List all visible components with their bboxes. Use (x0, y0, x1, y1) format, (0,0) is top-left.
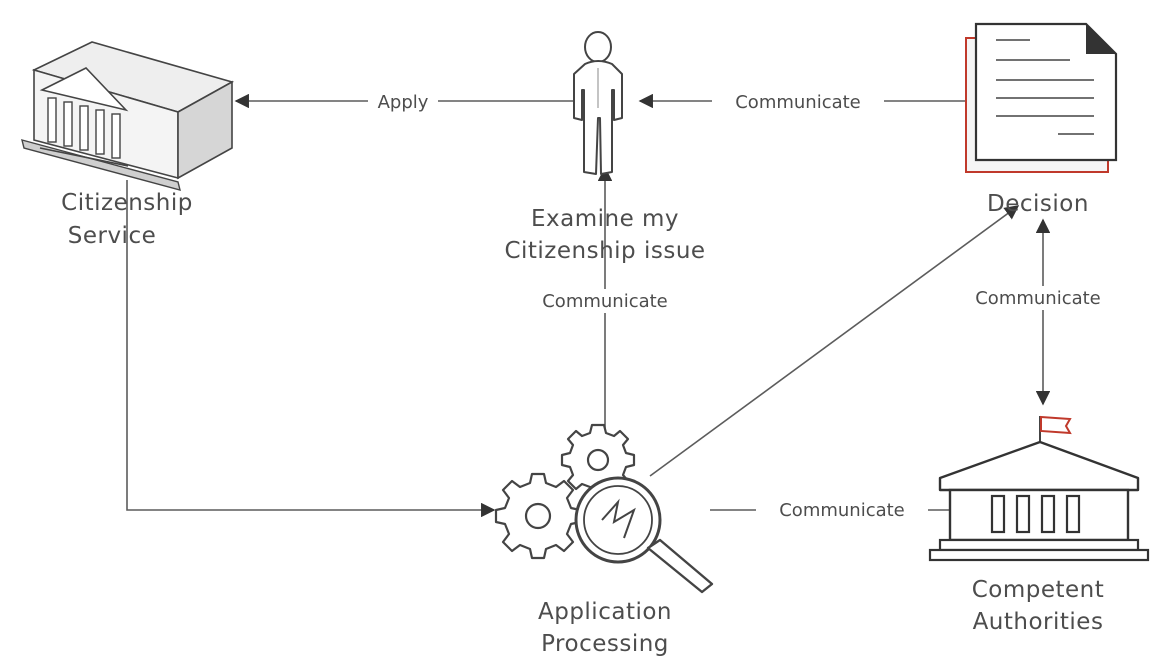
application-processing-label-line2: Processing (541, 631, 669, 657)
edge-labels: Apply Communicate Communicate Communicat… (368, 90, 1126, 521)
decision-label: Decision (987, 191, 1089, 217)
examine-label-line1: Examine my (531, 206, 679, 232)
citizenship-service-label-line2: Service (68, 223, 157, 249)
government-building-flag-icon (928, 415, 1150, 562)
edge-label-processing-to-authorities: Communicate (779, 500, 905, 521)
competent-authorities-label-line1: Competent (972, 577, 1105, 603)
application-processing-node: Application Processing (494, 423, 714, 657)
edge-label-processing-to-person: Communicate (542, 291, 668, 312)
edges (126, 93, 1051, 518)
decision-node: Decision (965, 22, 1118, 217)
edge-label-decision-to-authorities: Communicate (975, 288, 1101, 309)
citizenship-service-node: Citizenship Service (21, 41, 235, 249)
competent-authorities-label-line2: Authorities (973, 609, 1104, 635)
edge-processing-to-decision (649, 205, 1020, 477)
examine-label-line2: Citizenship issue (504, 238, 705, 264)
edge-label-apply: Apply (378, 92, 429, 113)
competent-authorities-node: Competent Authorities (928, 415, 1150, 635)
citizenship-service-label-line1: Citizenship (61, 190, 193, 216)
examine-node: Examine my Citizenship issue (504, 31, 705, 264)
person-icon (573, 31, 623, 175)
bank-building-cube-icon (21, 41, 235, 191)
document-icon (965, 22, 1118, 173)
edge-service-to-processing (126, 180, 496, 518)
gears-magnifier-icon (494, 423, 714, 594)
application-processing-label-line1: Application (538, 599, 672, 625)
edge-label-decision-to-person: Communicate (735, 92, 861, 113)
